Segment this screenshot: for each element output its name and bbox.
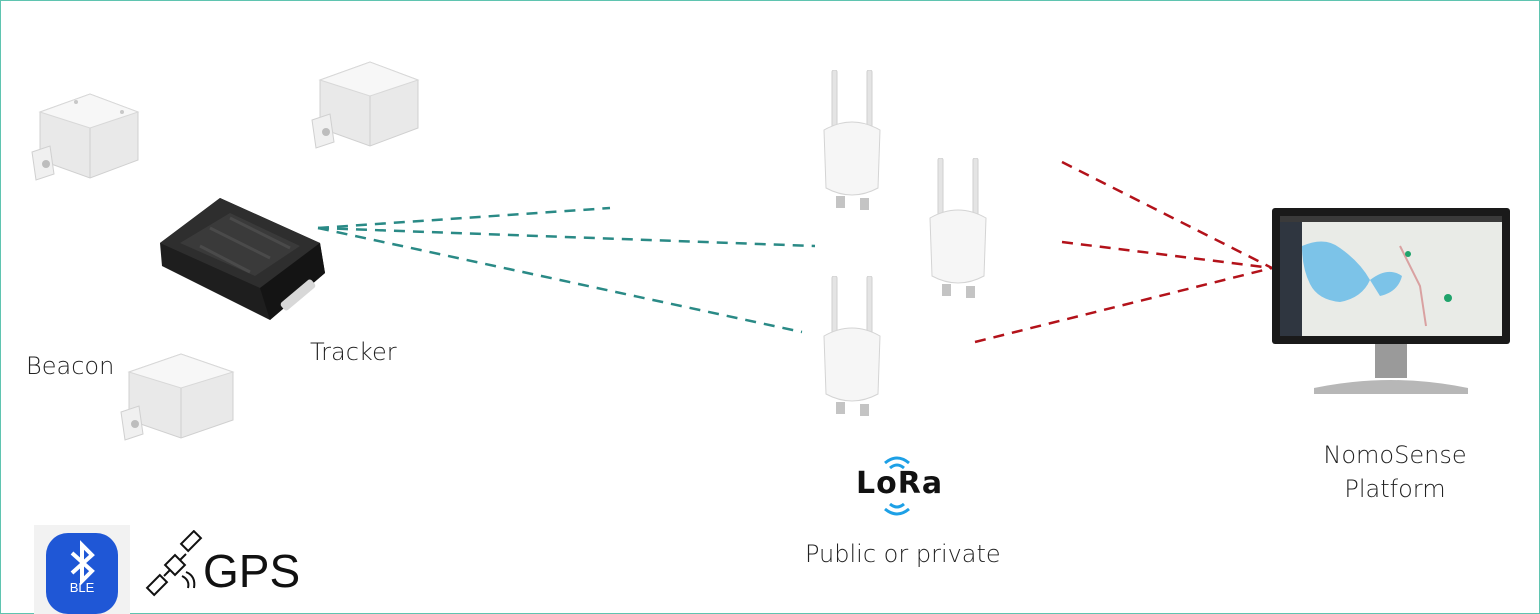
- network-type-label: Public or private: [805, 540, 1001, 568]
- uplink-line-2: [317, 226, 816, 248]
- lora-logo-text: LoRa: [856, 466, 944, 501]
- uplink-line-1: [317, 206, 611, 230]
- beacon-device-icon: [31, 93, 140, 181]
- platform-label-line1: NomoSense: [1323, 441, 1467, 469]
- tracker-device-icon: [160, 198, 325, 320]
- beacon-device-icon: [311, 61, 420, 149]
- beacon-label: Beacon: [26, 352, 115, 380]
- backhaul-line-2: [1061, 240, 1273, 270]
- beacon-device-icon: [120, 353, 235, 441]
- platform-label: NomoSense Platform: [1320, 438, 1470, 506]
- lora-wave-icon: [884, 456, 910, 516]
- ble-label: BLE: [69, 580, 95, 595]
- satellite-icon: [145, 530, 203, 597]
- gps-label: GPS: [203, 545, 301, 597]
- backhaul-line-1: [1061, 160, 1273, 270]
- backhaul-line-3: [974, 266, 1273, 344]
- bluetooth-icon: [34, 525, 130, 614]
- tracker-label: Tracker: [310, 338, 397, 366]
- gateway-icon: [823, 70, 881, 210]
- gateway-icon: [929, 158, 987, 298]
- gateway-icon: [823, 276, 881, 416]
- platform-label-line2: Platform: [1344, 475, 1446, 503]
- monitor-icon: [1272, 208, 1510, 394]
- uplink-line-3: [317, 226, 803, 334]
